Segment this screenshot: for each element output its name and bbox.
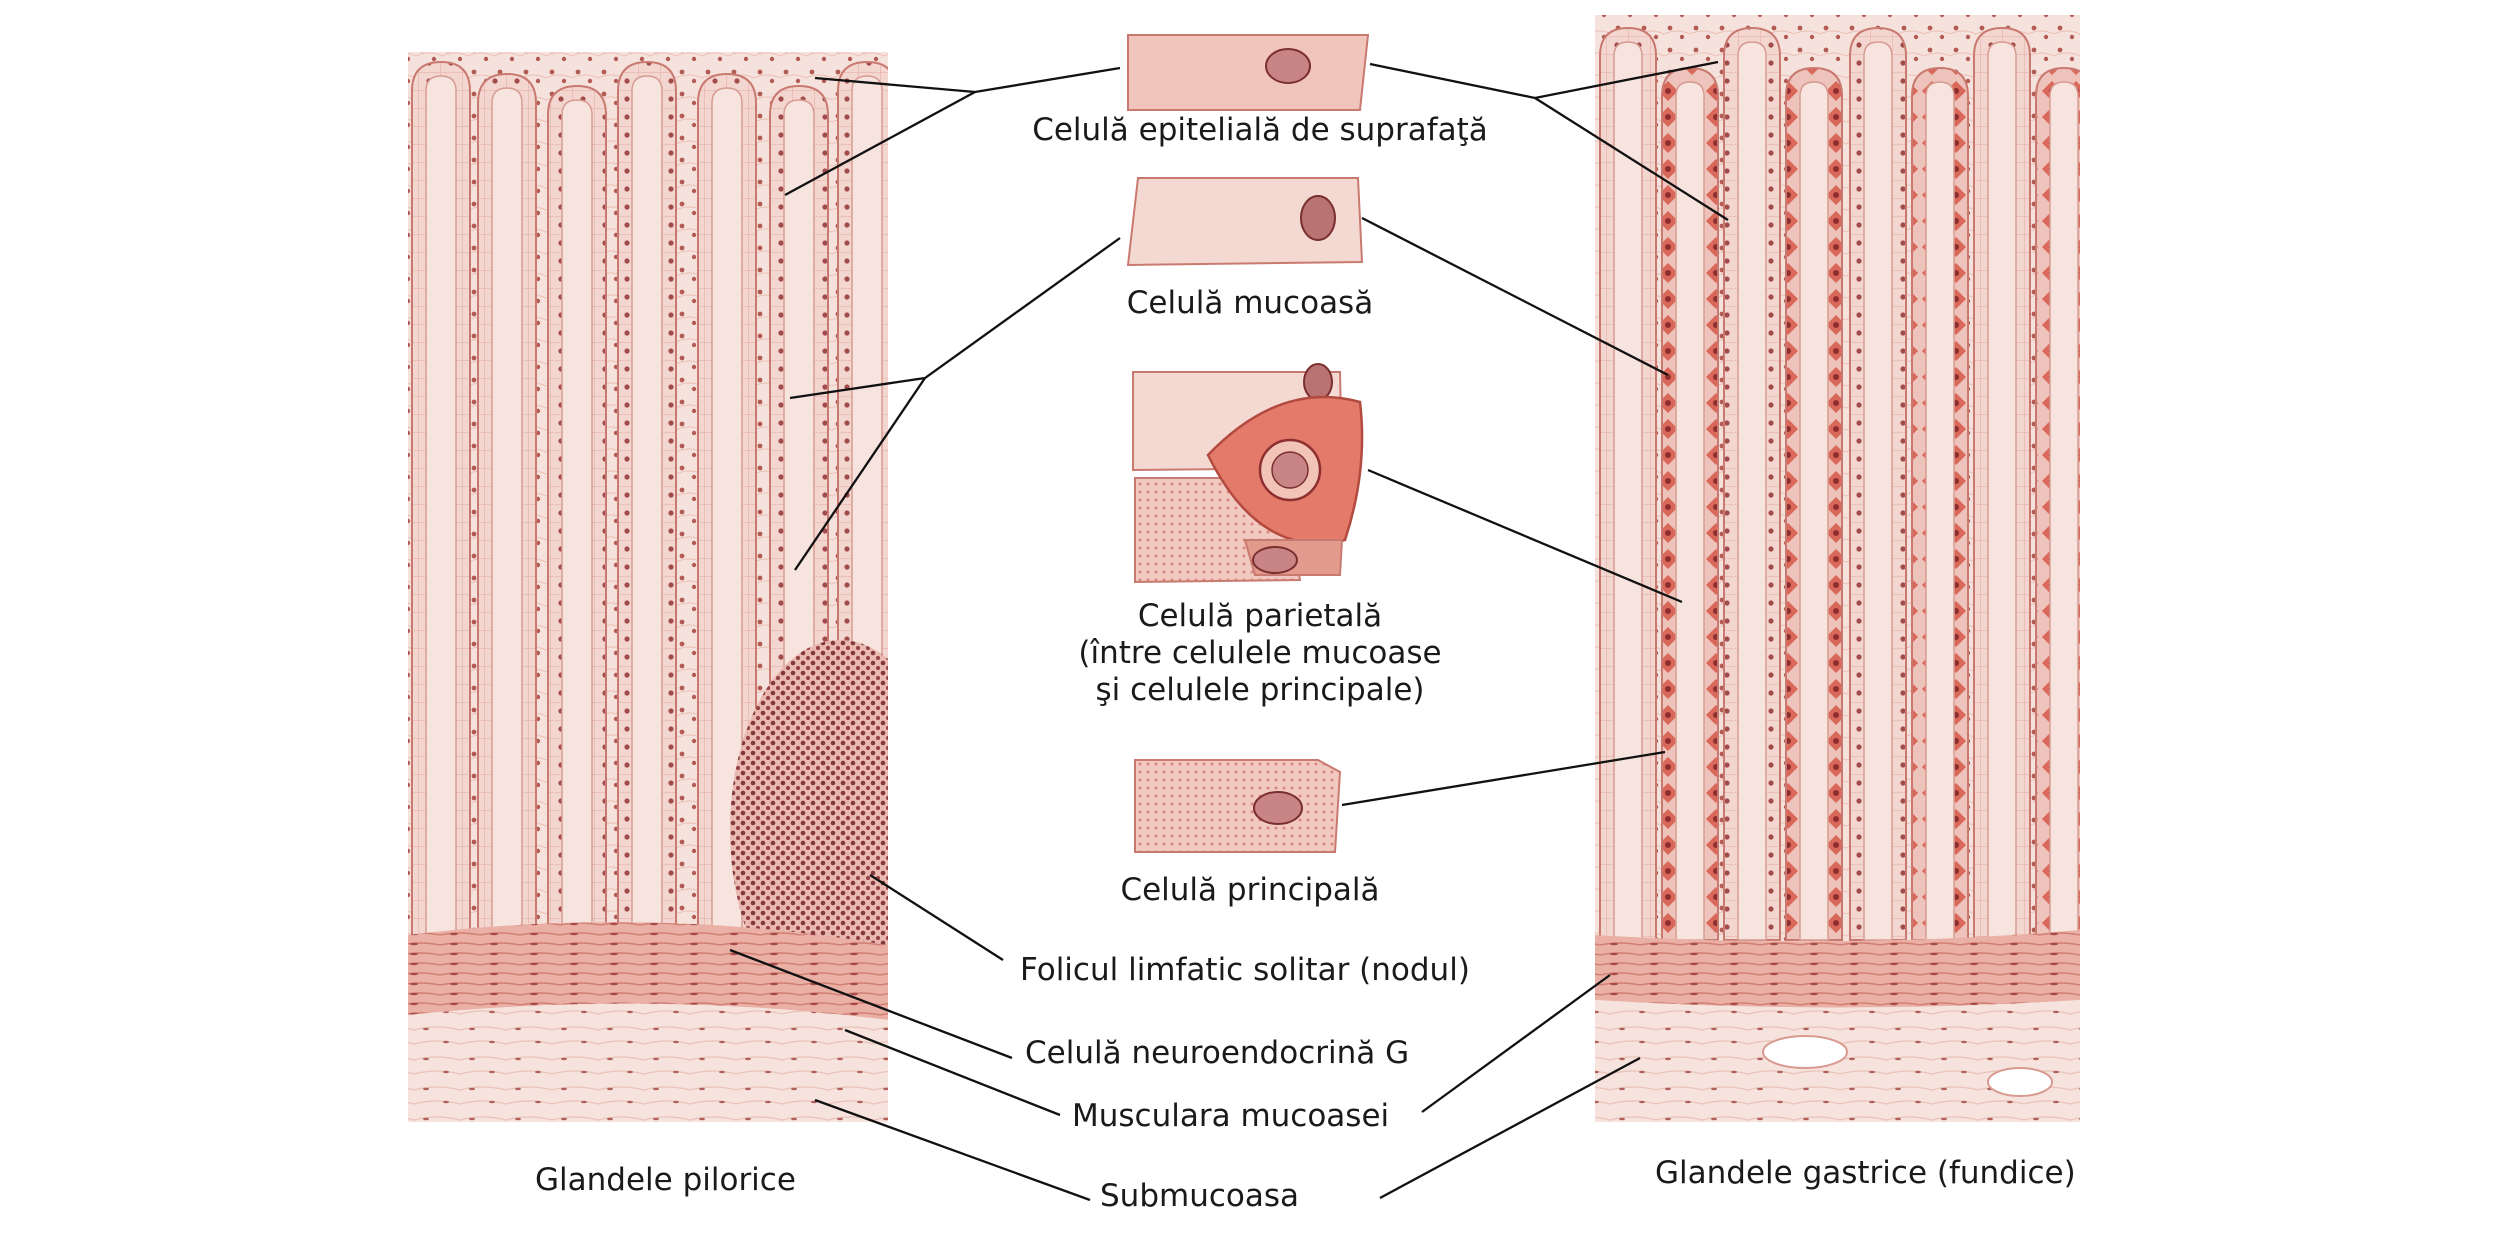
fundic-gland-fold [1599,26,1657,941]
label-g-cell: Celulă neuroendocrină G [1025,1035,1410,1071]
mucous-cell [1126,177,1364,267]
submucosa-vessel [1762,1035,1848,1069]
leader-muscularis-right [1421,974,1611,1113]
label-parietal-line-1: Celulă parietală [1137,598,1383,634]
fundic-gland-fold [1973,26,2031,941]
label-submucosa: Submucoasa [1100,1178,1300,1214]
pyloric-gland-fold [617,60,677,941]
right-muscularis-layer [1595,930,2080,1008]
submucosa-vessel [1987,1067,2053,1097]
fundic-gland-fold [1661,66,1719,941]
left-submucosa-layer [408,1003,888,1122]
label-surface-epithelial-cell: Celulă epitelială de suprafaţă [1032,112,1488,148]
fundic-gland-fold [1849,26,1907,941]
fundic-gland-fold [1785,66,1843,941]
pyloric-gland-fold [697,72,757,941]
lymph-follicle-shape [730,640,888,1020]
leader-surface-left-2 [784,90,976,197]
leader-lines [729,60,1729,1202]
leader-muscularis [844,1028,1061,1117]
label-lymph-follicle: Folicul limfatic solitar (nodul) [1020,952,1470,988]
label-mucous-cell: Celulă mucoasă [1126,285,1374,321]
left-muscularis-layer [408,922,888,1020]
fundic-tissue-panel [1595,15,2080,1122]
leader-parietal [1367,468,1683,604]
pyloric-tissue-panel [408,52,888,1122]
label-chief-cell: Celulă principală [1120,872,1380,908]
parietal-cell-group [1132,363,1364,584]
surface-epithelial-cell [1127,34,1370,111]
leader-mucous-right [1361,216,1669,377]
label-parietal-cell: Celulă parietală (între celulele mucoase… [1010,598,1510,710]
leader-chief [1341,750,1666,807]
fundic-gland-fold [2035,66,2080,941]
leader-submucosa-left [814,1098,1091,1202]
leader-submucosa-right [1379,1056,1641,1200]
fundic-gland-fold [1911,66,1969,941]
pyloric-gland-fold [477,72,537,941]
leader-lymph [869,874,1004,961]
leader-gcell [729,948,1013,1060]
label-parietal-line-3: şi celulele principale) [1095,672,1425,709]
label-muscularis-mucosae: Muscularа mucoasei [1072,1098,1390,1134]
chief-cell [1134,759,1342,853]
label-pyloric-glands: Glandele pilorice [535,1162,796,1198]
label-parietal-line-2: (între celulele mucoase [1078,635,1442,672]
label-gastric-glands: Glandele gastrice (fundice) [1655,1155,2076,1191]
pyloric-gland-fold [411,60,471,941]
leader-surface-right-2 [1534,97,1729,221]
leader-mucous-left-2 [794,377,926,571]
pyloric-gland-fold [547,84,607,941]
fundic-gland-fold [1723,26,1781,941]
